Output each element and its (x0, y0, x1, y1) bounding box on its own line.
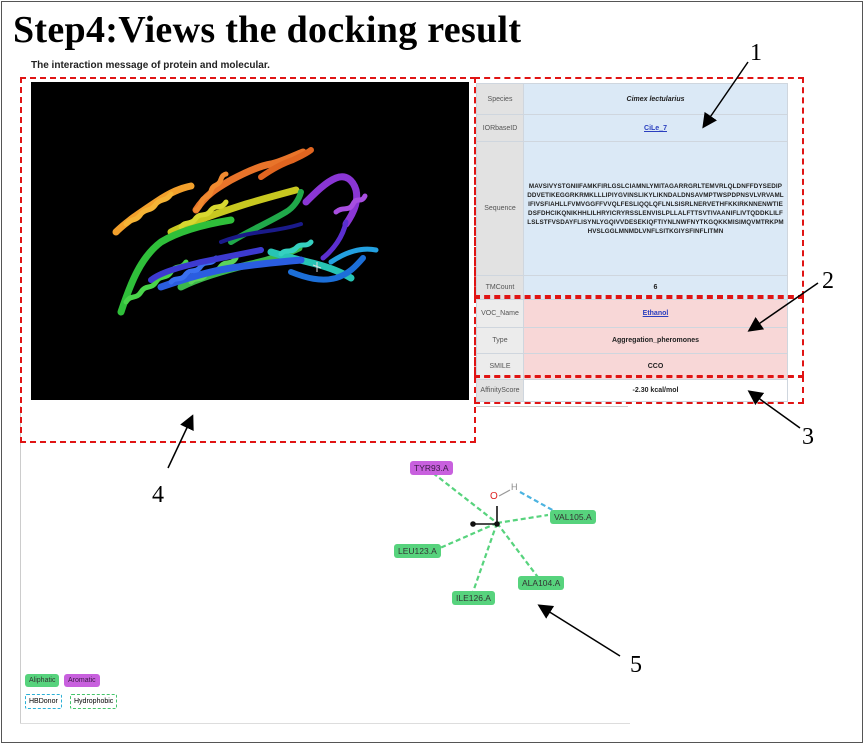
hbond-line (519, 491, 557, 513)
hydrophobic-line-leu (439, 521, 498, 550)
interaction-panel-border-left (20, 406, 21, 724)
legend-hydrophobic: Hydrophobic (70, 694, 118, 709)
sequence-value: MAVSIVYSTGNIIFAMKFIRLGSLCIAMNLYMITAGARRG… (523, 141, 788, 276)
protein-ribbon-render (112, 147, 379, 316)
species-row: Species Cimex lectularius (476, 83, 788, 115)
sequence-text: MAVSIVYSTGNIIFAMKFIRLGSLCIAMNLYMITAGARRG… (527, 182, 784, 235)
species-name: Cimex lectularius (626, 95, 685, 103)
ligand-atom-c2 (494, 521, 500, 527)
residue-node-tyr93[interactable]: TYR93.A (410, 461, 453, 475)
arrow-4 (167, 414, 194, 469)
voc-name-link[interactable]: Ethanol (642, 310, 669, 317)
highlight-box-affinity (474, 376, 804, 404)
ligand-atom-hydrogen: H (511, 482, 518, 492)
protein-info-table: Species Cimex lectularius IORbaseID CiLe… (476, 83, 788, 402)
ligand-atom-oxygen: O (490, 491, 498, 502)
step-title: Step4:Views the docking result (13, 9, 522, 51)
protein-3d-viewer[interactable] (31, 82, 469, 400)
interaction-panel-border-top (476, 406, 628, 407)
sequence-row: Sequence MAVSIVYSTGNIIFAMKFIRLGSLCIAMNLY… (476, 141, 788, 276)
voc-name-row: VOC_Name Ethanol (476, 299, 788, 328)
callout-label-4: 4 (152, 482, 164, 508)
interaction-subtitle: The interaction message of protein and m… (31, 60, 270, 71)
id-value: CiLe_7 (523, 114, 788, 142)
affinity-label: AffinityScore (476, 379, 524, 402)
id-row: IORbaseID CiLe_7 (476, 114, 788, 142)
callout-label-5: 5 (630, 652, 642, 678)
arrow-5 (537, 604, 621, 657)
hydrophobic-line-val (496, 513, 549, 525)
hydrophobic-line-tyr (432, 472, 498, 524)
arrow-1 (702, 61, 749, 129)
callout-label-3: 3 (802, 424, 814, 450)
residue-node-ala104[interactable]: ALA104.A (518, 576, 565, 590)
highlight-box-protein (474, 77, 804, 297)
species-label: Species (476, 83, 524, 115)
callout-label-1: 1 (750, 40, 762, 66)
hydrophobic-line-ala (496, 522, 541, 581)
affinity-value: -2.30 kcal/mol (523, 379, 788, 402)
sequence-label: Sequence (476, 141, 524, 276)
hydrophobic-line-ile (471, 522, 499, 593)
residue-node-leu123[interactable]: LEU123.A (394, 544, 441, 558)
arrow-2 (747, 282, 819, 332)
callout-label-2: 2 (822, 268, 834, 294)
voc-name-value: Ethanol (523, 299, 788, 328)
ligand-atom-c1 (470, 521, 476, 527)
ligand-bond-oh (498, 489, 511, 497)
residue-node-val105[interactable]: VAL105.A (550, 510, 596, 524)
arrow-3 (747, 390, 801, 429)
type-label: Type (476, 327, 524, 354)
legend-hbdonor: HBDonor (25, 694, 62, 709)
interaction-panel-border-bottom (20, 723, 630, 724)
residue-node-ile126[interactable]: ILE126.A (452, 591, 495, 605)
species-value: Cimex lectularius (523, 83, 788, 115)
iorbase-id-link[interactable]: CiLe_7 (644, 124, 667, 132)
affinity-row: AffinityScore -2.30 kcal/mol (476, 379, 788, 402)
legend-aliphatic: Aliphatic (25, 674, 60, 687)
id-label: IORbaseID (476, 114, 524, 142)
legend-aromatic: Aromatic (64, 674, 100, 687)
voc-name-label: VOC_Name (476, 299, 524, 328)
